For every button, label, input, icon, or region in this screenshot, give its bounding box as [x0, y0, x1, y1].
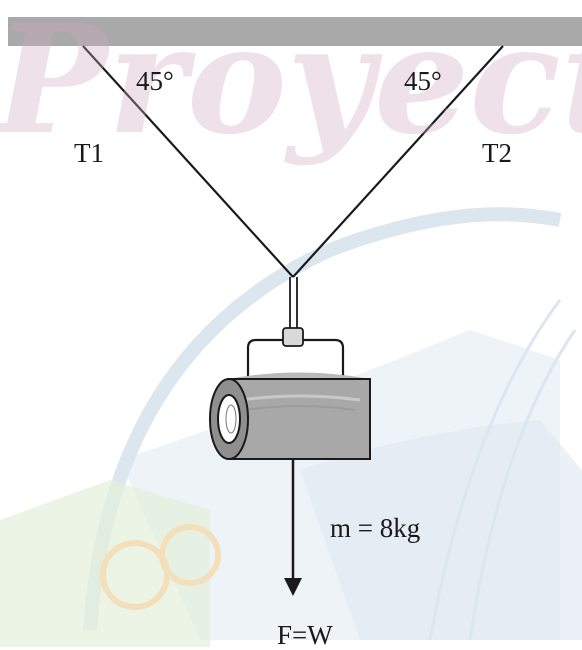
force-arrow-head	[284, 578, 302, 596]
hook-block	[282, 327, 304, 347]
weight-cylinder	[209, 372, 371, 460]
weight-handle	[246, 338, 345, 380]
angle-label-right: 45°	[404, 66, 442, 96]
mass-label: m = 8kg	[330, 513, 421, 543]
angle-label-left: 45°	[136, 66, 174, 96]
tension-label-t1: T1	[74, 138, 104, 168]
watermark-text: Proyecto	[0, 0, 582, 168]
watermark-logo	[0, 207, 582, 647]
rope-left	[82, 45, 294, 278]
tension-label-t2: T2	[482, 138, 512, 168]
ceiling-bar	[8, 17, 582, 46]
rope-right	[292, 45, 504, 278]
force-label: F=W	[277, 620, 333, 650]
